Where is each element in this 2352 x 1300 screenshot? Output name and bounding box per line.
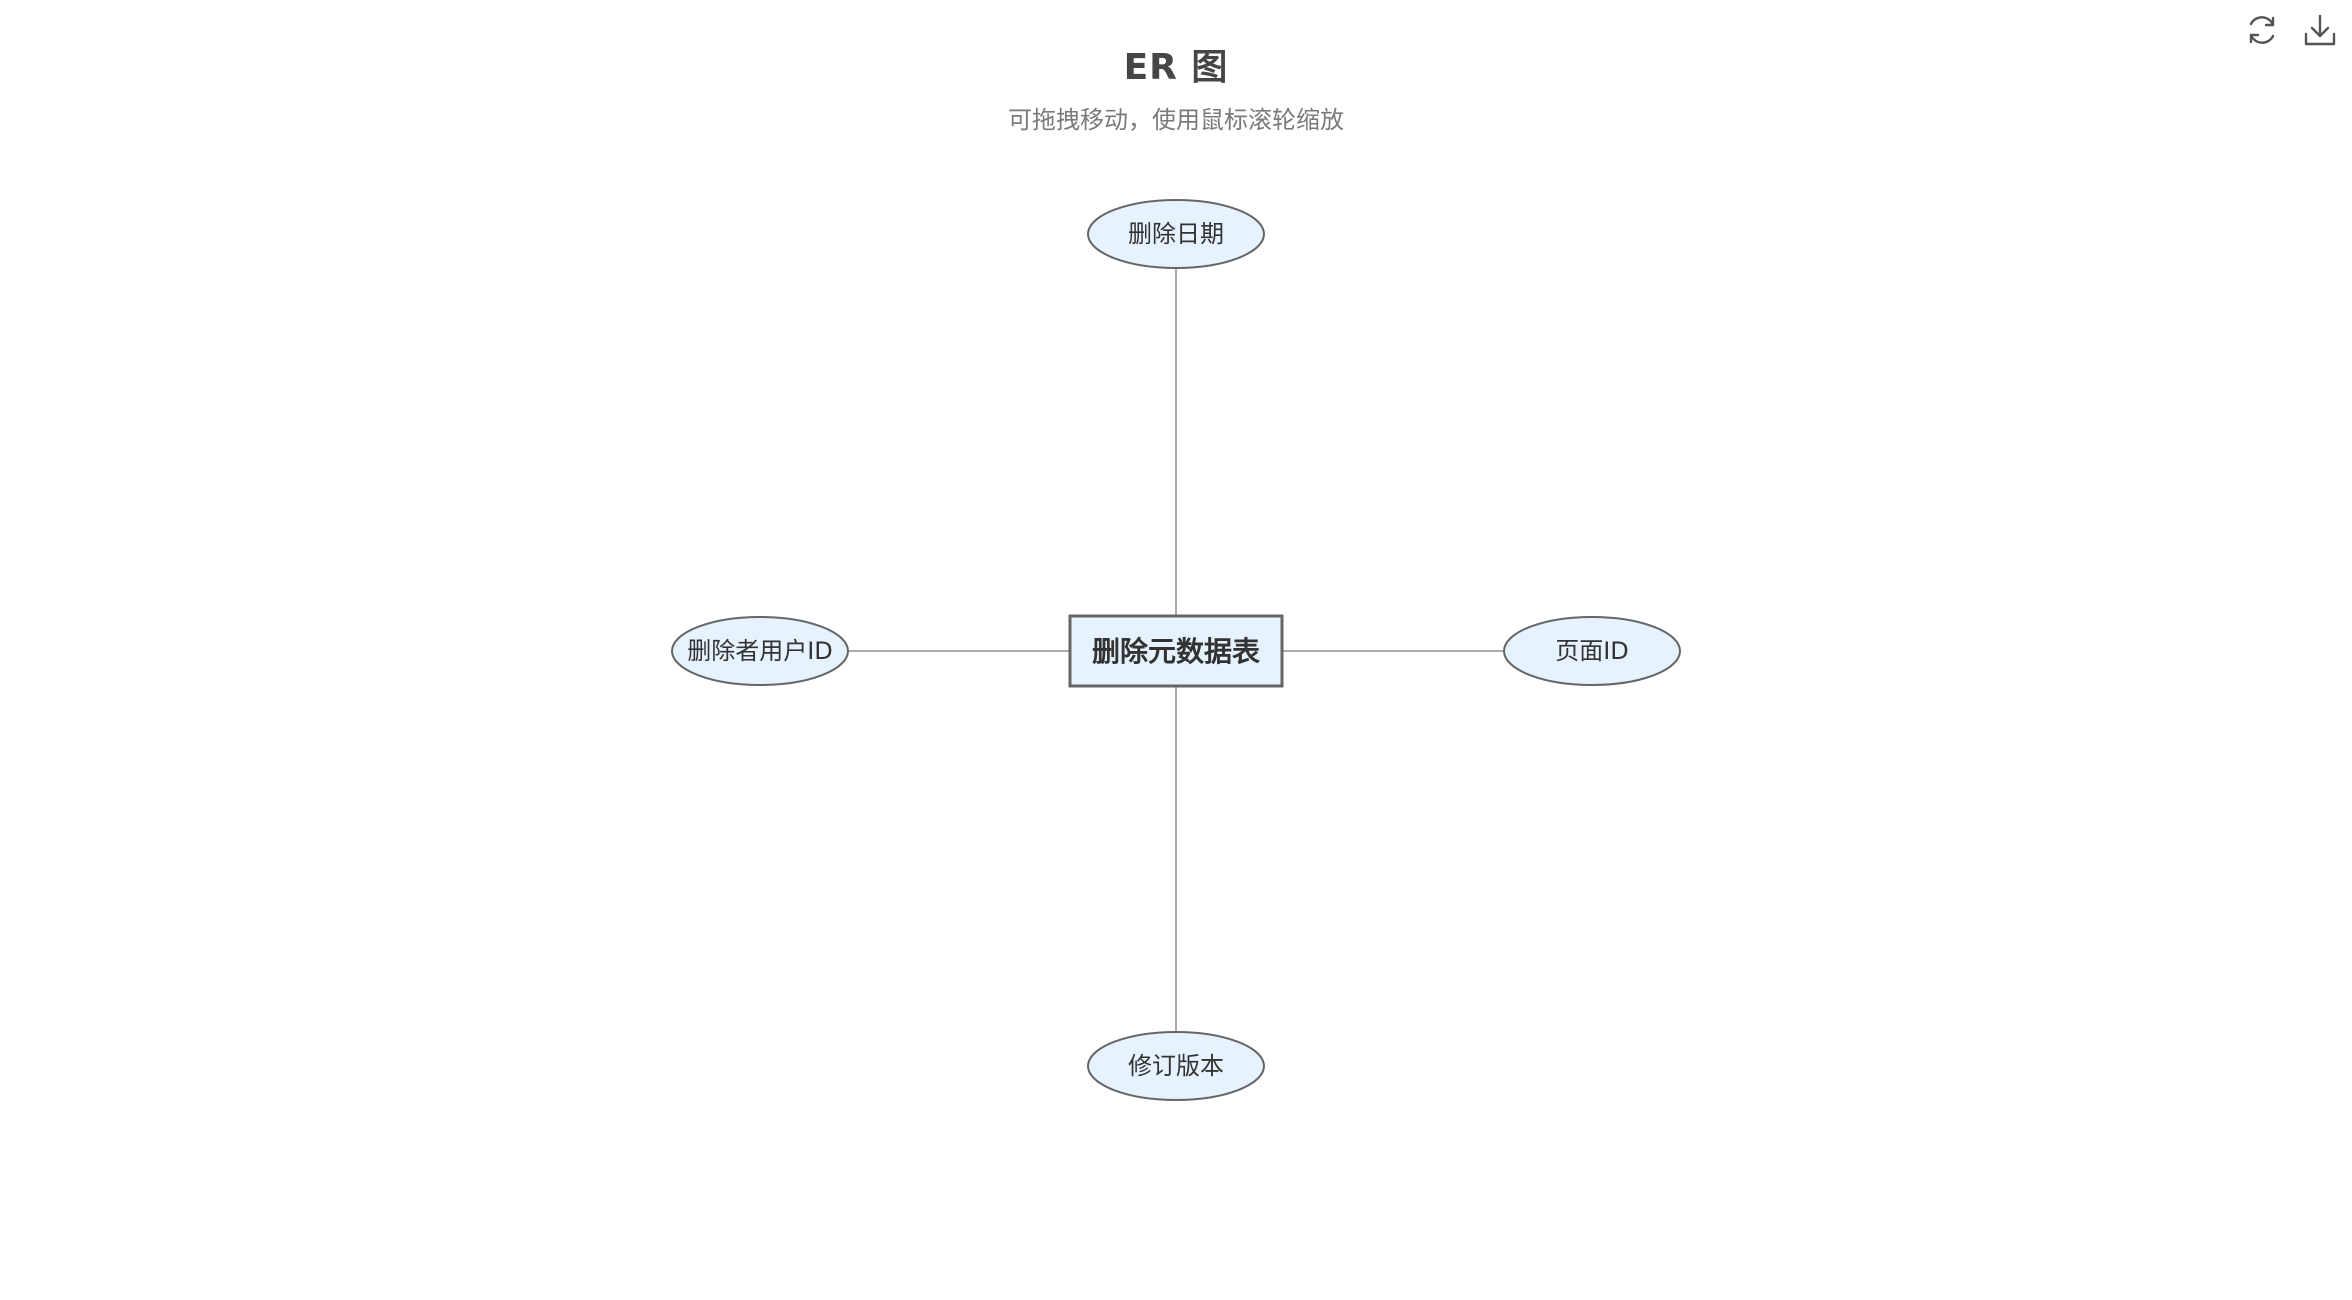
attribute-label: 删除日期 [1128,220,1224,248]
attribute-label: 删除者用户ID [687,637,833,665]
attr-delete-date-node[interactable]: 删除日期 [1087,199,1265,269]
attribute-ellipse [671,616,849,686]
download-button[interactable] [2300,10,2340,50]
attribute-label: 页面ID [1555,637,1629,665]
attribute-ellipse [1503,616,1681,686]
entity-node[interactable]: 删除元数据表 [1068,614,1284,688]
refresh-icon [2249,16,2275,44]
attr-page-id-node[interactable]: 页面ID [1503,616,1681,686]
attribute-label: 修订版本 [1128,1052,1224,1080]
refresh-button[interactable] [2242,10,2282,50]
edges-group [848,268,1504,1032]
page-subtitle: 可拖拽移动，使用鼠标滚轮缩放 [1008,106,1344,134]
attr-deleter-user-id-node[interactable]: 删除者用户ID [671,616,849,686]
attr-revision-node[interactable]: 修订版本 [1087,1031,1265,1101]
toolbar [2242,10,2340,50]
attribute-ellipse [1087,1031,1265,1101]
download-icon [2304,14,2336,46]
entity-box [1068,614,1284,688]
entity-label: 删除元数据表 [1092,635,1260,668]
page-title: ER 图 [1123,47,1229,88]
attribute-ellipse [1087,199,1265,269]
